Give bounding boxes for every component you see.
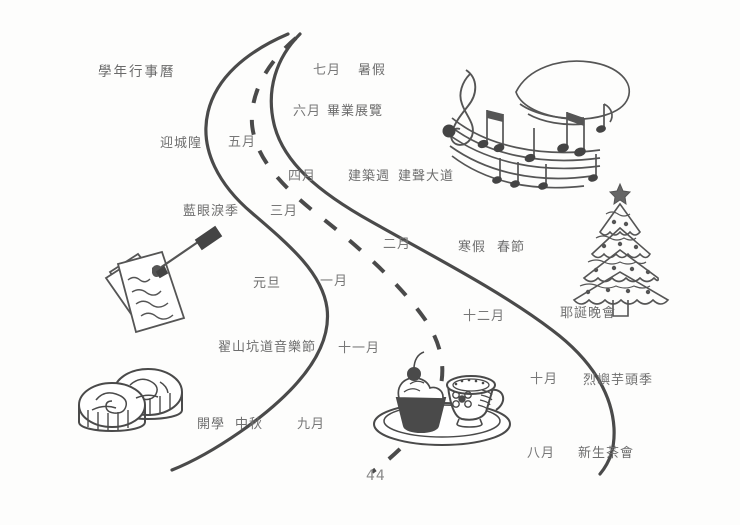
road-left-edge (170, 32, 330, 472)
month-label-january: 一月 (320, 274, 349, 289)
event-label-lieyu-taro-festival: 烈嶼芋頭季 (583, 373, 654, 388)
event-label-mid-autumn: 中秋 (235, 417, 264, 432)
christmas-tree-icon (572, 182, 670, 317)
month-label-march: 三月 (270, 204, 299, 219)
event-label-blue-tears-season: 藍眼淚季 (183, 204, 240, 219)
event-label-graduation-exhibition: 畢業展覽 (327, 104, 384, 119)
event-label-freshman-tea-party: 新生茶會 (578, 446, 635, 461)
mooncakes-icon (78, 368, 183, 432)
event-label-zhaishan-music-festival: 翟山坑道音樂節 (218, 340, 317, 355)
month-label-august: 八月 (527, 446, 556, 461)
event-label-lunar-new-year: 春節 (497, 240, 526, 255)
event-label-architecture-week: 建築週 (348, 169, 391, 184)
month-label-october: 十月 (530, 372, 559, 387)
month-label-may: 五月 (228, 135, 257, 150)
music-staff-icon (442, 60, 631, 190)
month-label-june: 六月 (293, 104, 322, 119)
month-label-july: 七月 (313, 63, 342, 78)
event-label-school-opening: 開學 (197, 417, 226, 432)
month-label-december: 十二月 (463, 309, 506, 324)
month-label-april: 四月 (288, 169, 317, 184)
event-label-new-years-day: 元旦 (253, 276, 282, 291)
event-label-city-god-parade: 迎城隍 (160, 136, 203, 151)
road-right-edge (269, 32, 616, 476)
notepad-and-pen-icon (104, 225, 223, 334)
cupcake-and-teacup-icon (373, 351, 511, 446)
page-number: 44 (366, 468, 386, 484)
event-label-christmas-party: 耶誕晚會 (560, 306, 617, 321)
month-label-february: 二月 (383, 237, 412, 252)
event-label-summer-vacation: 暑假 (358, 63, 387, 78)
month-label-november: 十一月 (338, 341, 381, 356)
page-title: 學年行事曆 (98, 64, 176, 80)
month-label-september: 九月 (297, 417, 326, 432)
event-label-winter-vacation: 寒假 (458, 240, 487, 255)
event-label-jiansheng-avenue: 建聲大道 (398, 169, 455, 184)
